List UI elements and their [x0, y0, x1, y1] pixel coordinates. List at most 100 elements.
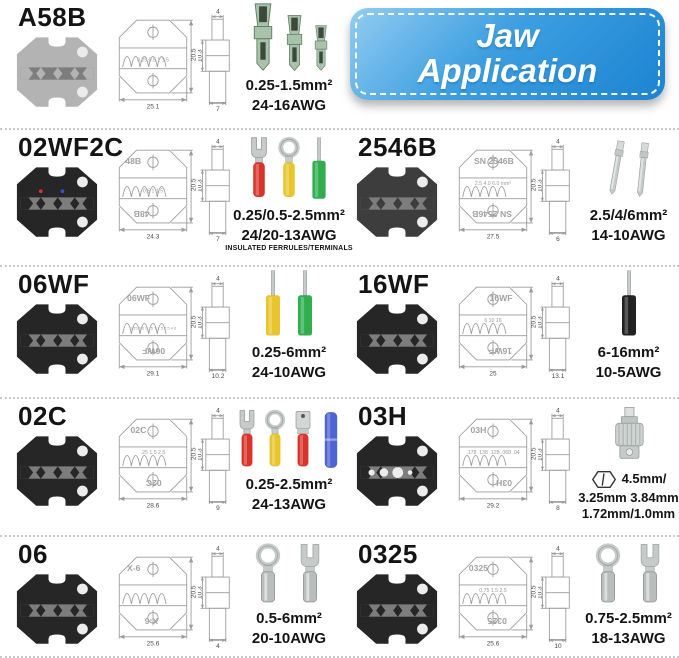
jaw-front-drawing: 48B 48B 0.5 1 1.5 24.3 20.5: [108, 138, 197, 240]
jaw-die-photo: [352, 165, 442, 239]
svg-text:03H: 03H: [496, 478, 512, 488]
svg-text:9: 9: [216, 505, 220, 511]
jaw-die-photo: [352, 302, 442, 376]
terminal-examples: [246, 136, 332, 202]
jaw-model-title: 03H: [358, 401, 408, 431]
jaw-front-drawing: 0325 0325 0.75 1.5 2.5 25.6 20.5: [448, 545, 537, 647]
capacity-spec: 4.5mm/ 3.25mm 3.84mm 1.72mm/1.0mm: [578, 469, 679, 523]
terminal-examples: [612, 273, 646, 339]
svg-text:20.5: 20.5: [190, 178, 197, 191]
svg-text:20.5: 20.5: [190, 315, 197, 328]
jaw-front-drawing: X-6 X-6 25.6 20.5: [108, 545, 197, 647]
svg-text:20.5: 20.5: [190, 585, 197, 598]
black-ferrule-terminal-icon: [612, 269, 646, 339]
svg-text:13.1: 13.1: [552, 373, 565, 379]
svg-text:6: 6: [556, 236, 560, 242]
jaw-front-drawing: 16WF 16WF 6 10 16 25 20.5: [448, 275, 537, 377]
svg-text:0.75 1.5 2.5: 0.75 1.5 2.5: [479, 588, 507, 594]
svg-text:29.1: 29.1: [147, 370, 160, 377]
svg-text:29.2: 29.2: [487, 502, 500, 509]
green-ferrule-terminal-icon: [306, 136, 332, 202]
terminal-examples: [589, 543, 669, 605]
svg-text:4: 4: [556, 408, 560, 415]
jaw-die-photo: [12, 302, 102, 376]
silver-pin-terminal-icon: [627, 137, 656, 203]
svg-text:0.25 0.5 1 1.5: 0.25 0.5 1 1.5: [137, 58, 169, 64]
svg-text:20.5: 20.5: [530, 447, 537, 460]
svg-text:6 10 16: 6 10 16: [484, 318, 501, 324]
banner-line-1: Jaw: [476, 17, 539, 55]
svg-text:.178 .138 .128 .068 .04: .178 .138 .128 .068 .04: [466, 450, 519, 456]
svg-text:48B: 48B: [134, 209, 150, 219]
svg-text:27.5: 27.5: [487, 233, 500, 240]
jaw-model-title: 0325: [358, 539, 418, 569]
svg-text:25.1: 25.1: [147, 103, 160, 110]
jaw-die-photo: [12, 434, 102, 508]
green-spade-terminal-icon: [282, 14, 307, 72]
terminal-type-note: INSULATED FERRULES/TERMINALS: [225, 245, 353, 252]
terminal-examples: [259, 273, 319, 339]
capacity-spec: 0.75-2.5mm² 18-13AWG: [585, 610, 672, 647]
capacity-spec: 0.25/0.5-2.5mm² 24/20-13AWG INSULATED FE…: [225, 207, 353, 252]
svg-text:4: 4: [216, 643, 220, 649]
section-a58b: A58B 0.25 0.5 1 1.5 25.1 20.5 4 10.3 7: [0, 0, 340, 128]
svg-text:0325: 0325: [487, 616, 506, 626]
jaw-side-drawing: 4 10.3 10: [538, 546, 578, 649]
svg-text:4: 4: [216, 139, 220, 146]
svg-text:02C: 02C: [131, 425, 147, 435]
section-06: 06 X-6 X-6 25.6 20.5 4 10.3 4: [0, 537, 340, 654]
silver-ring-terminal-icon: [249, 543, 287, 605]
jaw-die-photo: [352, 572, 442, 646]
svg-text:.25 1.5 2.5: .25 1.5 2.5: [141, 450, 166, 456]
banner-line-2: Application: [417, 52, 598, 89]
yellow-ferrule-terminal-icon: [259, 269, 287, 339]
svg-text:10.3: 10.3: [198, 49, 204, 62]
jaw-model-title: 02WF2C: [18, 132, 124, 162]
jaw-side-drawing: 4 10.3 13.1: [538, 276, 578, 379]
svg-text:7: 7: [216, 106, 220, 112]
svg-text:4: 4: [556, 139, 560, 146]
svg-text:10.3: 10.3: [198, 316, 204, 329]
row-2: 02WF2C 48B 48B 0.5 1 1.5 24.3 20.5 4 10.…: [0, 128, 679, 265]
svg-text:24.3: 24.3: [147, 233, 160, 240]
red-fork-terminal-icon: [235, 409, 259, 471]
jaw-die-photo: [12, 35, 102, 109]
jaw-die-photo: [12, 572, 102, 646]
svg-text:4: 4: [216, 408, 220, 415]
svg-text:10.2: 10.2: [212, 373, 225, 379]
svg-text:SN 2546B: SN 2546B: [472, 209, 512, 219]
row-1: A58B 0.25 0.5 1 1.5 25.1 20.5 4 10.3 7: [0, 0, 679, 128]
green-spade-terminal-icon: [311, 24, 331, 72]
silver-ring-terminal-icon: [589, 543, 627, 605]
svg-text:8: 8: [556, 505, 560, 511]
svg-text:X-6: X-6: [127, 563, 141, 573]
section-02wf2c: 02WF2C 48B 48B 0.5 1 1.5 24.3 20.5 4 10.…: [0, 130, 353, 265]
svg-text:10.3: 10.3: [538, 179, 544, 192]
svg-text:4: 4: [216, 546, 220, 553]
jaw-front-drawing: 06WF 06WF 0.25 0.5 0.75 1 1.5 2.5 4 6 29…: [108, 275, 197, 377]
svg-text:10.3: 10.3: [538, 316, 544, 329]
jaw-model-title: 06WF: [18, 269, 90, 299]
svg-text:7: 7: [216, 236, 220, 242]
svg-text:20.5: 20.5: [190, 447, 197, 460]
yellow-ring-terminal-icon: [263, 409, 287, 471]
capacity-spec: 6-16mm² 10-5AWG: [595, 344, 662, 381]
yellow-ring-terminal-icon: [276, 136, 302, 202]
silver-fork-terminal-icon: [631, 543, 669, 605]
terminal-examples: [600, 405, 658, 465]
jaw-front-drawing: 03H 03H .178 .138 .128 .068 .04 29.2 20.…: [448, 407, 537, 509]
svg-text:25: 25: [489, 370, 497, 377]
capacity-spec: 0.25-6mm² 24-10AWG: [251, 344, 327, 381]
terminal-examples: [248, 6, 331, 72]
svg-text:0.5 1 1.5: 0.5 1 1.5: [143, 189, 163, 195]
red-disconnect-terminal-icon: [291, 409, 315, 471]
svg-text:28.6: 28.6: [147, 502, 160, 509]
svg-text:4: 4: [556, 276, 560, 283]
capacity-spec: 2.5/4/6mm² 14-10AWG: [589, 207, 668, 244]
jaw-die-photo: [352, 434, 442, 508]
bnc-connector-icon: [600, 405, 658, 465]
jaw-model-title: 02C: [18, 401, 68, 431]
section-02c: 02C 02C 02C .25 1.5 2.5 28.6 20.5 4 10.3…: [0, 399, 340, 535]
green-ferrule-terminal-icon: [291, 269, 319, 339]
section-2546b: 2546B SN 2546B SN 2546B 2.5 4.0 6.0 mm² …: [340, 130, 679, 265]
